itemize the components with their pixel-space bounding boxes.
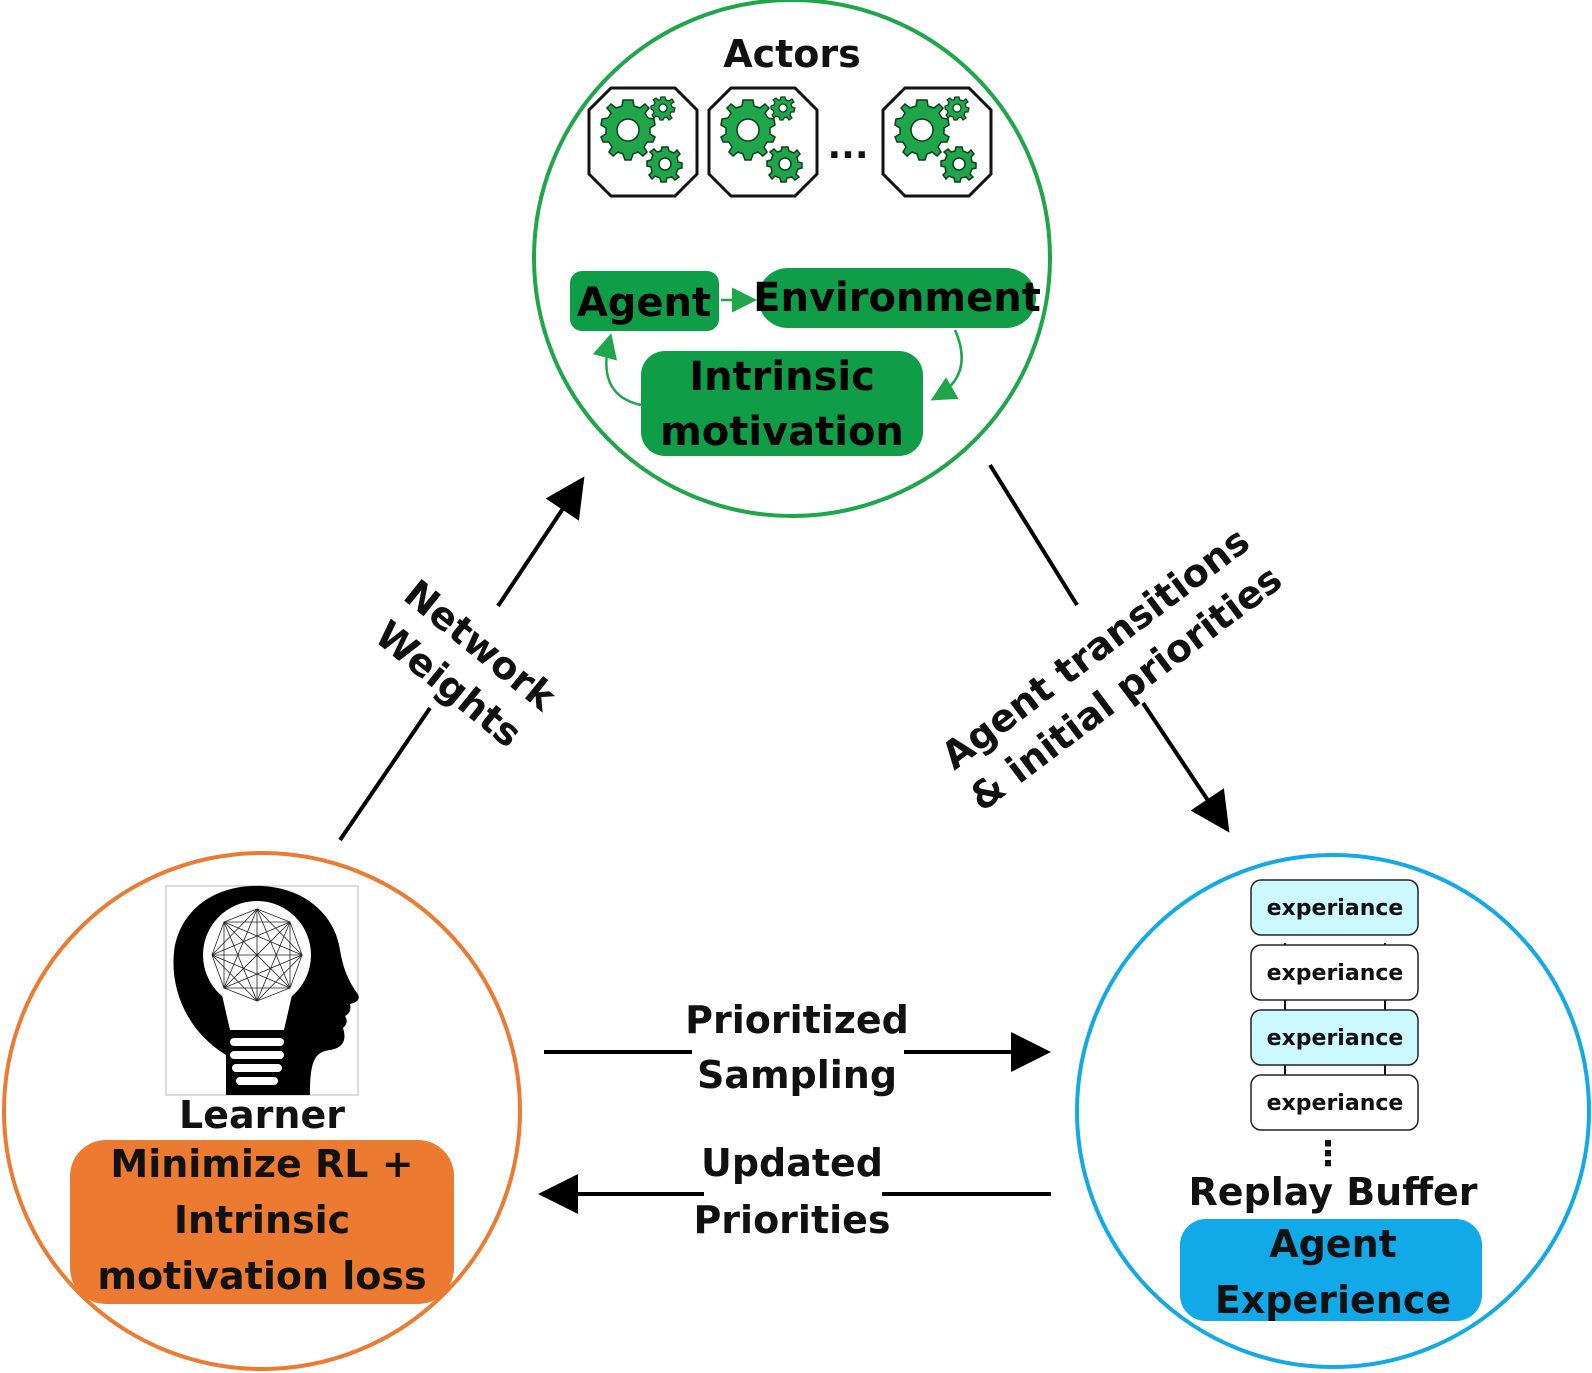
head-lightbulb-brain-icon	[165, 885, 359, 1096]
gears-icon	[709, 88, 817, 196]
buffer-vertical-dots: ⋮	[1311, 1134, 1345, 1174]
replay-node: experiance experiance experiance experia…	[1075, 853, 1591, 1369]
learner-box-line2: Intrinsic	[174, 1198, 350, 1242]
updated-priorities-line1: Updated	[701, 1141, 883, 1185]
prioritized-sampling-line2: Sampling	[697, 1053, 897, 1097]
gears-icon	[589, 88, 697, 196]
replay-title: Replay Buffer	[1188, 1170, 1477, 1214]
environment-label: Environment	[753, 275, 1041, 321]
intrinsic-to-agent-arrow	[592, 333, 642, 407]
agent-box	[570, 271, 719, 331]
agent-experience-line1: Agent	[1269, 1222, 1397, 1266]
actors-ellipsis: ...	[827, 126, 868, 167]
buffer-cell: experiance	[1250, 1009, 1419, 1066]
buffer-cell: experiance	[1250, 944, 1419, 1001]
buffer-cell: experiance	[1250, 879, 1419, 936]
network-weights-arrow: Network Weights	[338, 476, 585, 842]
prioritized-sampling-arrow: Prioritized Sampling	[544, 998, 1051, 1097]
intrinsic-motivation-box	[641, 351, 923, 456]
agent-transitions-arrow: Agent transitions & initial priorities	[933, 463, 1290, 833]
agent-label: Agent	[577, 280, 711, 326]
learner-box-line3: motivation loss	[97, 1254, 426, 1298]
intrinsic-label-line2: motivation	[660, 409, 904, 455]
learner-node: Learner Minimize RL + Intrinsic motivati…	[2, 851, 522, 1371]
svg-text:experiance: experiance	[1267, 896, 1404, 921]
learner-title: Learner	[179, 1093, 345, 1137]
agent-experience-box	[1180, 1219, 1482, 1321]
svg-text:experiance: experiance	[1267, 1091, 1404, 1116]
agent-experience-line2: Experience	[1215, 1278, 1451, 1322]
buffer-cell: experiance	[1250, 1074, 1419, 1131]
intrinsic-label-line1: Intrinsic	[689, 354, 875, 400]
gears-icon	[883, 88, 991, 196]
svg-text:experiance: experiance	[1267, 961, 1404, 986]
actors-node: Actors ... Agent Environment Intrinsic m…	[532, 0, 1052, 518]
environment-box	[758, 268, 1036, 328]
svg-text:experiance: experiance	[1267, 1026, 1404, 1051]
prioritized-sampling-line1: Prioritized	[685, 998, 909, 1042]
updated-priorities-line2: Priorities	[693, 1198, 890, 1242]
learner-loss-box	[70, 1140, 454, 1304]
learner-box-line1: Minimize RL +	[110, 1142, 413, 1186]
environment-to-intrinsic-arrow	[930, 329, 963, 401]
updated-priorities-arrow: Updated Priorities	[538, 1141, 1051, 1242]
actors-title: Actors	[723, 32, 861, 76]
